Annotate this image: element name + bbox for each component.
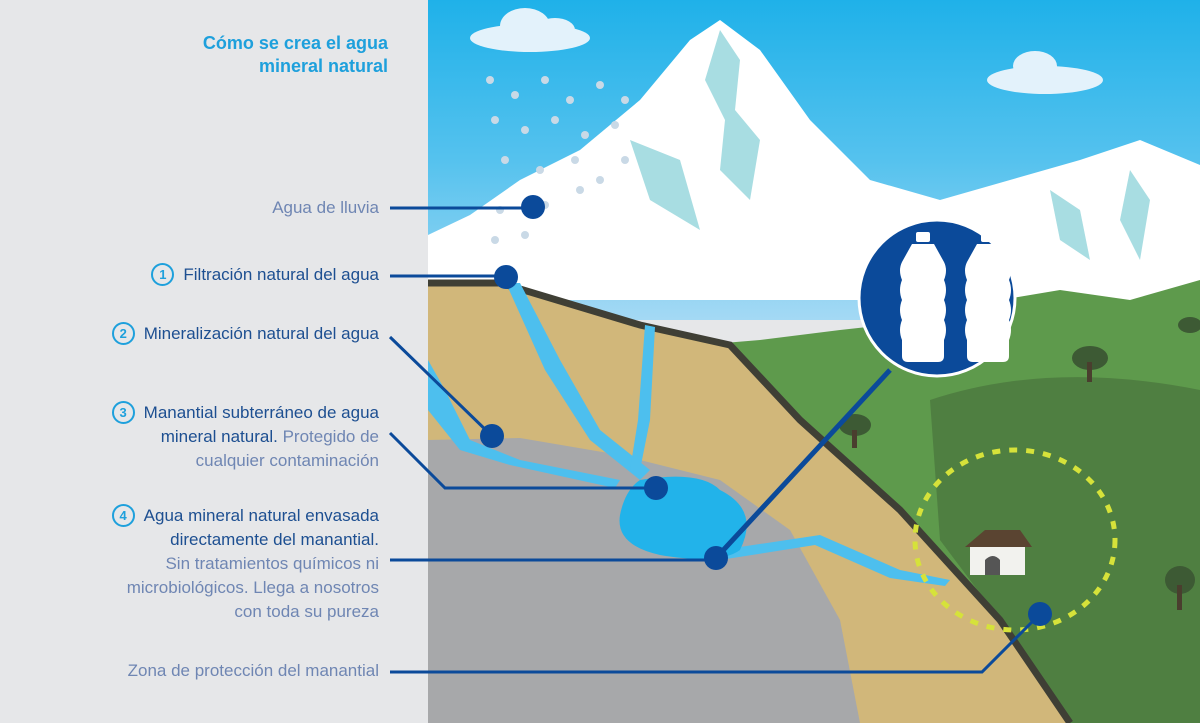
step-number-badge: 2 xyxy=(111,322,135,345)
step-2-text: Mineralización natural del agua xyxy=(143,324,379,343)
title-line-2: mineral natural xyxy=(258,56,388,76)
protection-zone xyxy=(912,447,1118,633)
step-3-text: mineral natural. xyxy=(160,427,278,446)
step-number-badge: 3 xyxy=(111,401,135,424)
bottle-icon xyxy=(900,232,1011,362)
label-step-2: 2 Mineralización natural del agua xyxy=(111,322,379,346)
callout-dots xyxy=(480,195,1052,626)
water-streams xyxy=(428,283,950,586)
title-line-1: Cómo se crea el agua xyxy=(202,33,388,53)
rock-layer xyxy=(428,438,860,723)
label-rain: Agua de lluvia xyxy=(272,198,379,217)
hill-shadow xyxy=(930,377,1200,723)
callout-lines xyxy=(388,206,1042,674)
step-4-detail: Sin tratamientos químicos ni xyxy=(165,554,379,573)
step-4-detail: con toda su pureza xyxy=(234,602,379,621)
legend-panel xyxy=(0,0,428,723)
house-icon xyxy=(965,530,1032,575)
step-3-text: Manantial subterráneo de agua xyxy=(143,403,379,422)
page-title: Cómo se crea el agua mineral natural xyxy=(203,32,388,78)
step-number-badge: 1 xyxy=(151,263,175,286)
step-1-text: Filtración natural del agua xyxy=(183,265,379,284)
mountain-shading xyxy=(630,30,1150,260)
trees xyxy=(839,317,1200,610)
step-3-detail: Protegido de xyxy=(282,427,379,446)
cloud-icon xyxy=(470,8,1103,94)
snowy-mountains xyxy=(428,20,1200,300)
step-4-detail: microbiológicos. Llega a nosotros xyxy=(126,578,379,597)
step-4-text: directamente del manantial. xyxy=(170,530,379,549)
step-4-text: Agua mineral natural envasada xyxy=(143,506,379,525)
label-step-1: 1 Filtración natural del agua xyxy=(151,263,379,287)
label-protection-zone: Zona de protección del manantial xyxy=(127,661,379,680)
step-3-detail: cualquier contaminación xyxy=(195,451,379,470)
label-step-3: 3 Manantial subterráneo de agua mineral n… xyxy=(111,401,379,473)
label-step-4: 4 Agua mineral natural envasada directame… xyxy=(111,504,379,624)
step-number-badge: 4 xyxy=(111,504,135,527)
